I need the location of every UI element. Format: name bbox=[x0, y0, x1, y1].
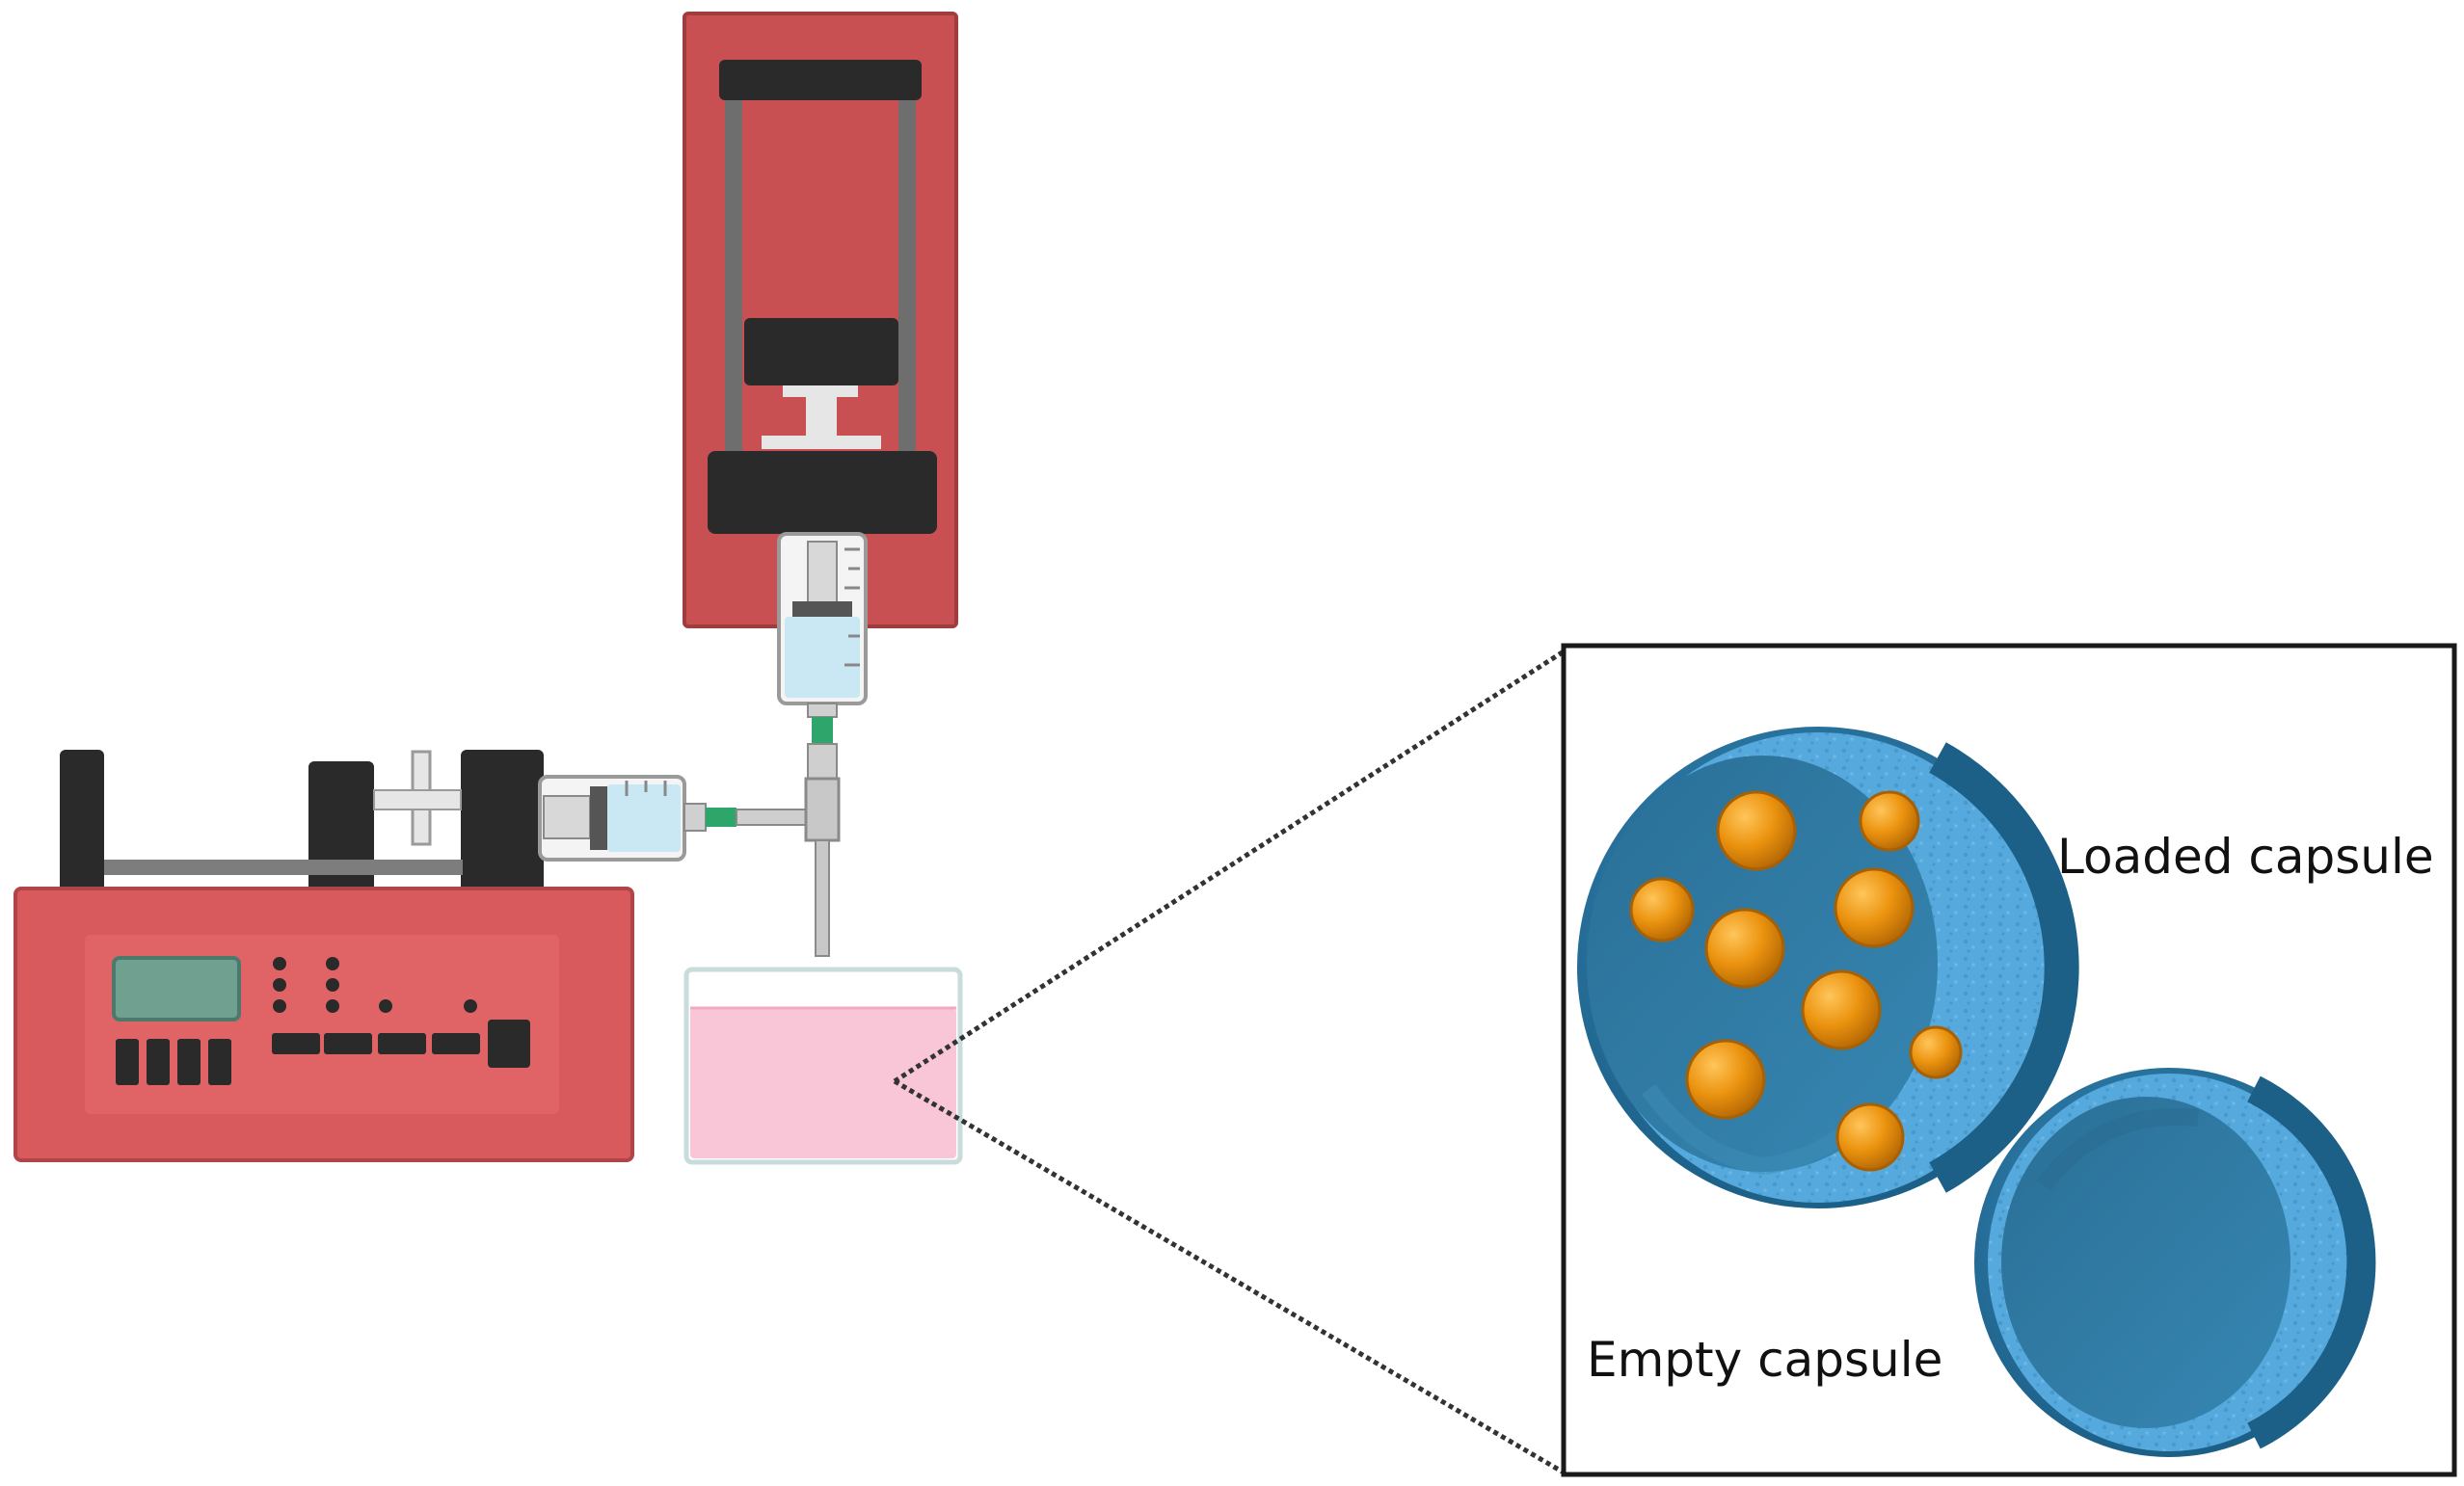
particle bbox=[1629, 877, 1695, 942]
zoom-connector-lines bbox=[893, 649, 1566, 1475]
loaded-capsule-label: Loaded capsule bbox=[2057, 829, 2434, 885]
particle bbox=[1834, 867, 1915, 948]
particle bbox=[1909, 1025, 1963, 1079]
vertical-syringe-press-icon bbox=[683, 12, 958, 780]
syringe-pump-icon bbox=[13, 750, 841, 1162]
beaker-icon bbox=[683, 967, 963, 1165]
particle bbox=[1704, 908, 1785, 989]
loaded-capsule-icon bbox=[1577, 727, 2079, 1208]
empty-capsule-label: Empty capsule bbox=[1587, 1332, 1942, 1388]
particle bbox=[1801, 969, 1882, 1050]
particle bbox=[1835, 1102, 1905, 1172]
empty-capsule-icon bbox=[1974, 1068, 2376, 1457]
particle bbox=[1685, 1039, 1766, 1120]
particle bbox=[1716, 790, 1797, 871]
particle bbox=[1859, 790, 1920, 852]
